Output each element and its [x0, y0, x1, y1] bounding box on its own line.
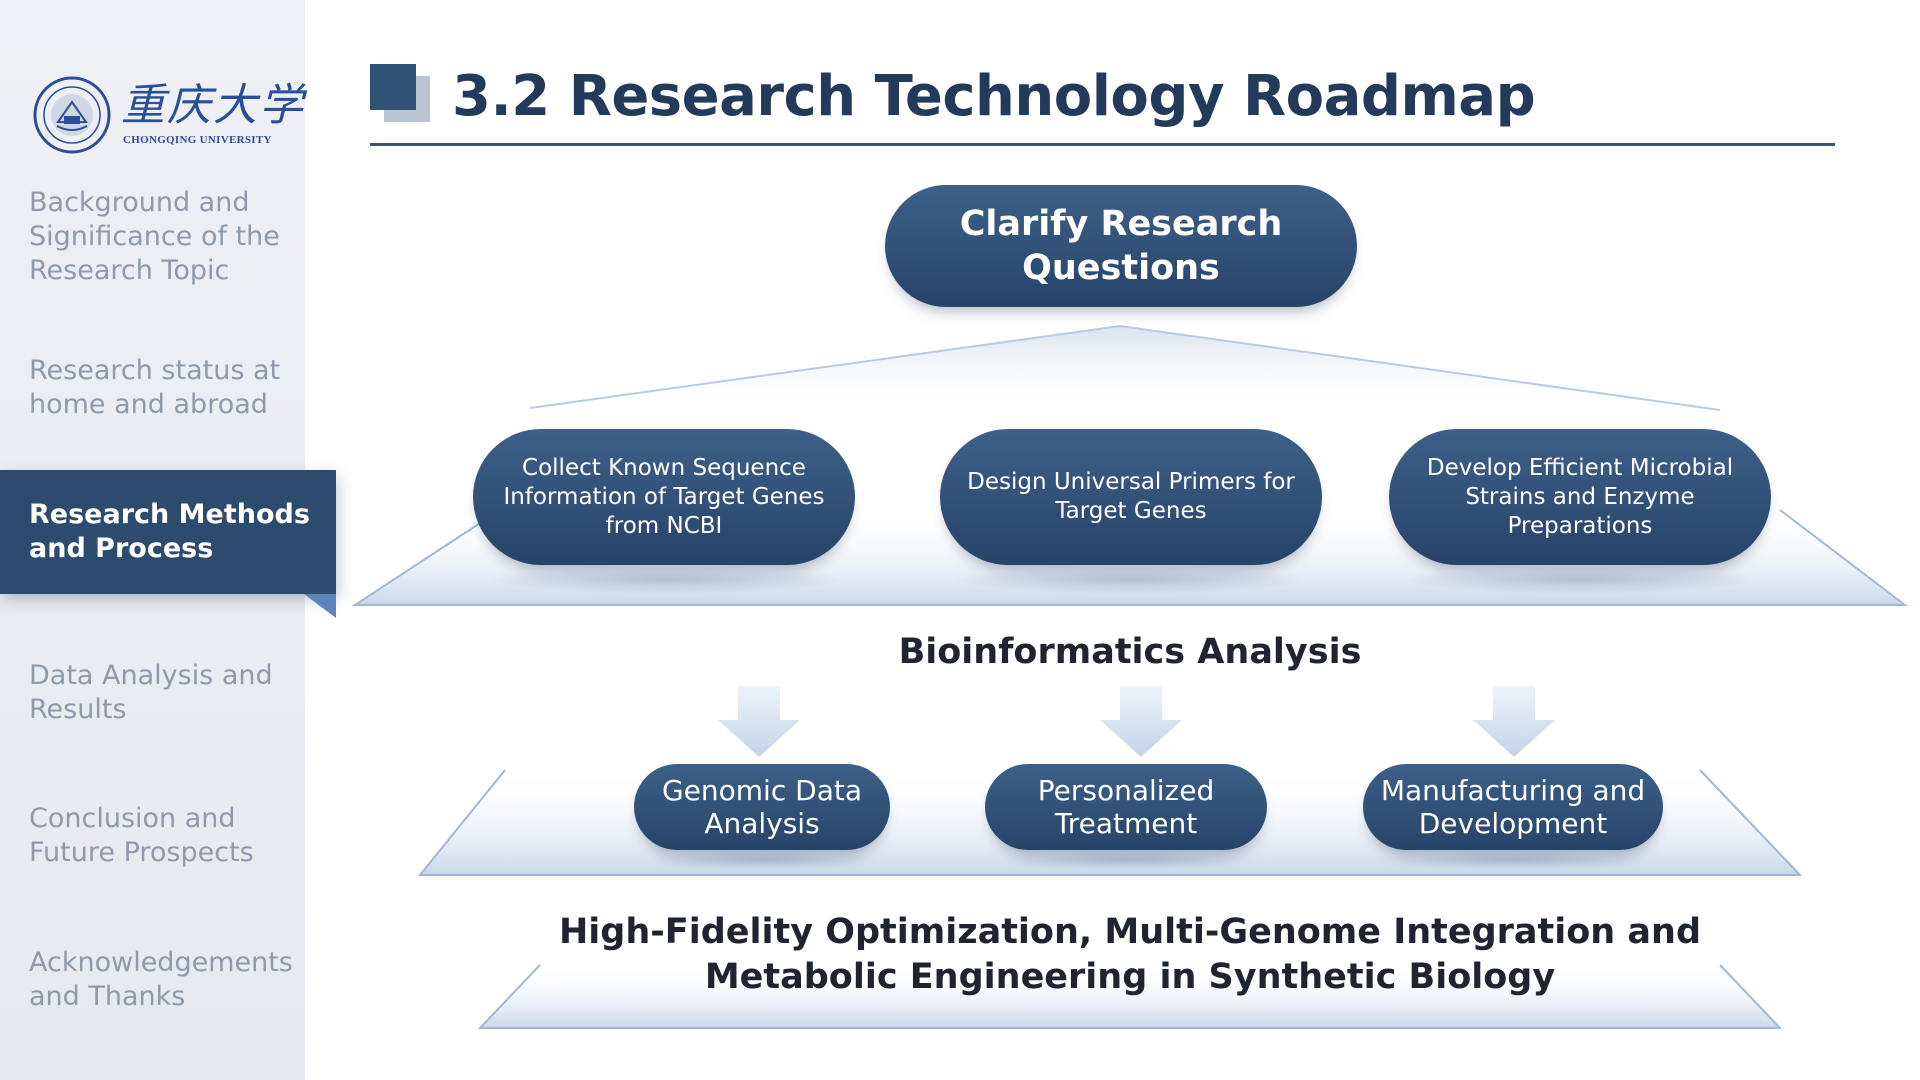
node-clarify-research-questions: Clarify Research Questions: [885, 185, 1357, 307]
university-name: 重庆大学: [121, 80, 305, 131]
bioinformatics-analysis-label: Bioinformatics Analysis: [898, 632, 1362, 672]
node-collect-sequence-info: Collect Known Sequence Information of Ta…: [473, 429, 855, 565]
node-personalized-treatment: Personalized Treatment: [985, 764, 1267, 850]
roof-shape: [530, 326, 1720, 410]
nav-item-research-status[interactable]: Research status at home and abroad: [29, 355, 281, 420]
node-manufacturing-development: Manufacturing and Development: [1363, 764, 1663, 850]
nav-item-research-methods[interactable]: Research Methods and Process: [0, 470, 336, 594]
active-tab-marker: [304, 594, 336, 618]
nav-item-label: Research Methods and Process: [29, 499, 310, 564]
node-genomic-data-analysis: Genomic Data Analysis: [634, 764, 890, 850]
base-platform: [480, 965, 1780, 1028]
title-divider: [370, 143, 1835, 146]
nav-item-data-analysis[interactable]: Data Analysis and Results: [29, 660, 273, 725]
nav-item-acknowledgements[interactable]: Acknowledgements and Thanks: [29, 947, 293, 1012]
university-seal-icon: [33, 76, 111, 154]
nav-item-conclusion[interactable]: Conclusion and Future Prospects: [29, 803, 254, 868]
nav-item-background[interactable]: Background and Significance of the Resea…: [29, 187, 280, 286]
title-marker: [370, 64, 416, 110]
node-design-primers: Design Universal Primers for Target Gene…: [940, 429, 1322, 565]
synthetic-biology-label: High-Fidelity Optimization, Multi-Genome…: [559, 912, 1701, 997]
down-arrow-icon: [718, 686, 1555, 757]
page-title: 3.2 Research Technology Roadmap: [452, 64, 1536, 129]
node-develop-strains: Develop Efficient Microbial Strains and …: [1389, 429, 1771, 565]
university-name-english: CHONGQING UNIVERSITY: [123, 134, 272, 146]
university-logo: 重庆大学 CHONGQING UNIVERSITY: [33, 76, 303, 156]
